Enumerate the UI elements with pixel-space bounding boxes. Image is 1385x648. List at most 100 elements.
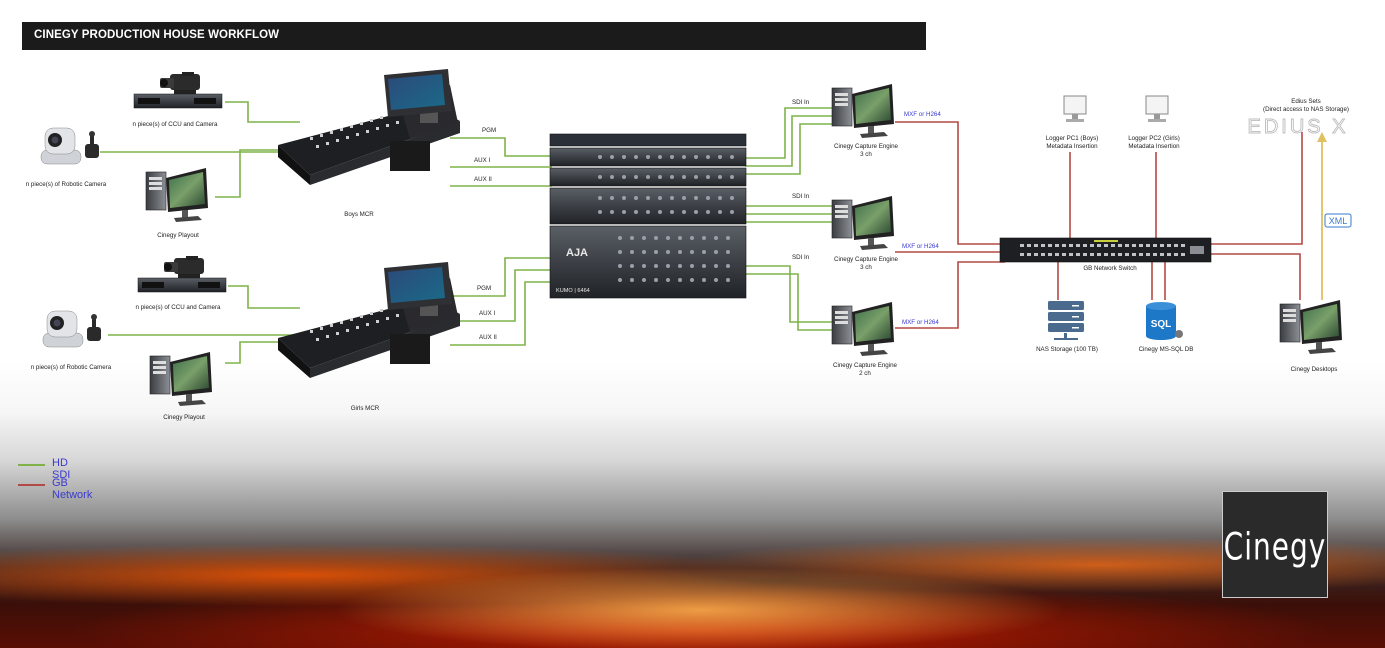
girls-mcr-label: Girls MCR bbox=[351, 405, 380, 412]
cinegy-logo-text: Cinegy bbox=[1223, 524, 1327, 569]
hd-sdi-lines bbox=[100, 101, 832, 364]
playout-bottom bbox=[149, 351, 213, 407]
switcher-console-icon bbox=[278, 69, 460, 185]
line-switch-to-desktops bbox=[1210, 253, 1301, 300]
sql-icon-text: SQL bbox=[1151, 319, 1172, 330]
ccu-camera-bottom bbox=[137, 255, 227, 293]
server-icon bbox=[1048, 301, 1084, 340]
sdi-in-3-label: SDI In bbox=[792, 254, 810, 261]
xml-badge: XML bbox=[1324, 213, 1352, 228]
robotic-camera-icon bbox=[40, 127, 100, 165]
switcher-console-icon bbox=[278, 262, 460, 378]
ccu-camera-top-label: n piece(s) of CCU and Camera bbox=[133, 121, 218, 128]
line-switch-to-edius bbox=[1210, 132, 1303, 245]
line-aux2-bottom bbox=[450, 281, 552, 346]
legend-label-hd-sdi: HD SDI bbox=[52, 457, 71, 481]
capture-engine-1 bbox=[831, 83, 895, 139]
logger1-label-line2: Metadata Insertion bbox=[1046, 143, 1098, 150]
desktop-pc-icon bbox=[1279, 299, 1343, 355]
logger1-label-line1: Logger PC1 (Boys) bbox=[1046, 135, 1099, 142]
line-capture1-to-switch bbox=[895, 121, 1005, 245]
background-wave bbox=[0, 360, 1385, 648]
pgm-bottom-label: PGM bbox=[477, 285, 491, 292]
capture2-label-line2: 3 ch bbox=[860, 264, 872, 271]
ccu-camera-icon bbox=[137, 255, 227, 293]
capture-engine-3 bbox=[831, 301, 895, 357]
capture3-label-line1: Cinegy Capture Engine bbox=[833, 362, 898, 369]
cinegy-logo: Cinegy bbox=[1222, 491, 1328, 598]
nas-label: NAS Storage (100 TB) bbox=[1036, 346, 1098, 353]
xml-line bbox=[1317, 132, 1327, 300]
ccu-camera-icon bbox=[133, 71, 223, 109]
nas-storage bbox=[1048, 301, 1084, 340]
cinegy-desktops bbox=[1279, 299, 1343, 355]
line-capture3-to-switch bbox=[895, 261, 1005, 329]
pgm-top-label: PGM bbox=[482, 127, 496, 134]
mxf-2-label: MXF or H264 bbox=[902, 243, 939, 250]
aux2-bottom-label: AUX II bbox=[479, 334, 497, 341]
ccu-camera-top bbox=[133, 71, 223, 109]
aja-kumo-router: AJA KUMO | 6464 bbox=[549, 133, 747, 299]
logger2-label-line2: Metadata Insertion bbox=[1128, 143, 1180, 150]
database-icon bbox=[1146, 302, 1183, 340]
girls-mcr bbox=[278, 262, 460, 378]
line-playout-bottom-to-mcr bbox=[225, 341, 280, 364]
boys-mcr bbox=[278, 69, 460, 185]
playout-top bbox=[145, 167, 209, 223]
line-ccu-top-to-mcr bbox=[225, 101, 300, 123]
playout-pc-icon bbox=[149, 351, 213, 407]
capture3-label-line2: 2 ch bbox=[859, 370, 871, 377]
capture1-label-line1: Cinegy Capture Engine bbox=[834, 143, 899, 150]
switch-label: GB Network Switch bbox=[1083, 265, 1137, 272]
gb-network-lines bbox=[895, 121, 1303, 329]
capture-pc-icon bbox=[831, 195, 895, 251]
robotic-camera-bottom-label: n piece(s) of Robotic Camera bbox=[31, 364, 112, 371]
sql-database: SQL bbox=[1146, 302, 1183, 340]
monitor-icon bbox=[1145, 95, 1169, 123]
mxf-1-label: MXF or H264 bbox=[904, 111, 941, 118]
line-playout-top-to-mcr bbox=[215, 149, 280, 198]
capture-engine-2 bbox=[831, 195, 895, 251]
line-aux1-bottom bbox=[450, 269, 552, 322]
aux2-top-label: AUX II bbox=[474, 176, 492, 183]
robotic-camera-top bbox=[40, 127, 100, 165]
edius-label-line1: Edius Sets bbox=[1291, 98, 1321, 105]
capture-pc-icon bbox=[831, 301, 895, 357]
capture2-label-line1: Cinegy Capture Engine bbox=[834, 256, 899, 263]
robotic-camera-icon bbox=[42, 310, 102, 348]
line-sdi-capture1-b bbox=[745, 115, 832, 167]
sql-label: Cinegy MS-SQL DB bbox=[1139, 346, 1194, 353]
line-pgm-top bbox=[450, 137, 552, 157]
line-pgm-bottom bbox=[450, 257, 552, 297]
legend-label-gb-network: GB Network bbox=[52, 477, 93, 501]
router-brand: AJA bbox=[566, 247, 588, 259]
line-sdi-capture1-a bbox=[745, 107, 832, 159]
robotic-camera-bottom bbox=[42, 310, 102, 348]
line-sdi-capture1-c bbox=[745, 123, 832, 175]
edius-logo: EDIUS X bbox=[1247, 116, 1348, 138]
playout-bottom-label: Cinegy Playout bbox=[163, 414, 205, 421]
playout-pc-icon bbox=[145, 167, 209, 223]
capture-pc-icon bbox=[831, 83, 895, 139]
boys-mcr-label: Boys MCR bbox=[344, 211, 374, 218]
title-bar: CINEGY PRODUCTION HOUSE WORKFLOW bbox=[22, 22, 926, 50]
logger-pc2 bbox=[1145, 95, 1169, 123]
sdi-in-2-label: SDI In bbox=[792, 193, 810, 200]
robotic-camera-top-label: n piece(s) of Robotic Camera bbox=[26, 181, 107, 188]
logger2-label-line1: Logger PC2 (Girls) bbox=[1128, 135, 1180, 142]
bnc-connectors bbox=[598, 155, 734, 282]
aux1-bottom-label: AUX I bbox=[479, 310, 495, 317]
gb-network-switch bbox=[999, 237, 1212, 263]
line-ccu-bottom-to-mcr bbox=[228, 285, 300, 309]
mxf-3-label: MXF or H264 bbox=[902, 319, 939, 326]
logger-pc1 bbox=[1063, 95, 1087, 123]
line-sdi-capture3-a bbox=[745, 265, 832, 323]
page-title: CINEGY PRODUCTION HOUSE WORKFLOW bbox=[34, 29, 280, 41]
desktops-label: Cinegy Desktops bbox=[1291, 366, 1338, 373]
capture1-label-line2: 3 ch bbox=[860, 151, 872, 158]
legend-swatch-gb-network bbox=[18, 484, 45, 486]
monitor-icon bbox=[1063, 95, 1087, 123]
edius-label-line2: (Direct access to NAS Storage) bbox=[1263, 106, 1349, 113]
playout-top-label: Cinegy Playout bbox=[157, 232, 199, 239]
